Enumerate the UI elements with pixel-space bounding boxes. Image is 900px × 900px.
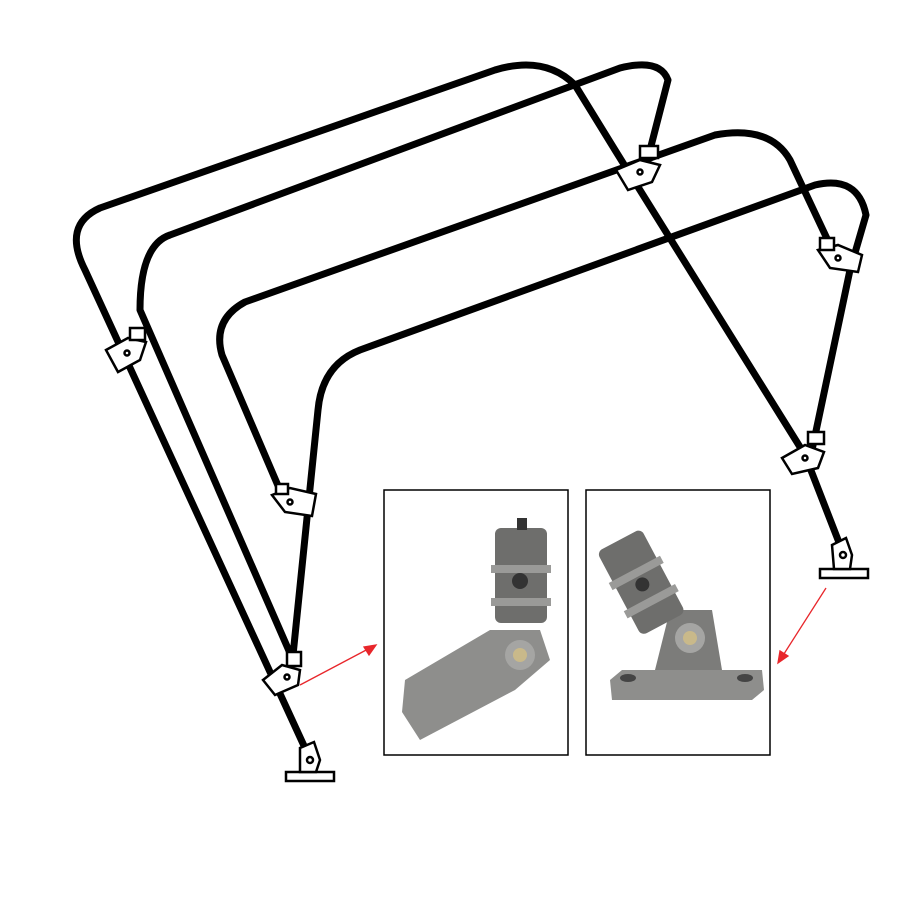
arrowhead-icon bbox=[777, 649, 790, 665]
swivel-hinge-photo bbox=[383, 489, 569, 756]
deck-mount-foot bbox=[818, 536, 870, 580]
joint-clamp bbox=[815, 236, 864, 274]
frame-bow-1 bbox=[72, 61, 844, 752]
arrowhead-icon bbox=[362, 644, 378, 657]
frame-bow-4 bbox=[288, 179, 870, 669]
frame-bow-2 bbox=[136, 61, 672, 664]
deck-mount-foot bbox=[284, 740, 336, 783]
joint-clamp bbox=[269, 482, 318, 518]
deck-mount-photo bbox=[585, 489, 771, 756]
joint-clamp bbox=[614, 144, 662, 192]
joint-clamp bbox=[104, 326, 148, 374]
frame-bow-3 bbox=[216, 129, 834, 499]
joint-clamp bbox=[261, 650, 303, 697]
callout-arrow-mount bbox=[781, 587, 827, 658]
joint-clamp bbox=[780, 430, 826, 476]
callout-arrow-hinge bbox=[299, 647, 371, 686]
